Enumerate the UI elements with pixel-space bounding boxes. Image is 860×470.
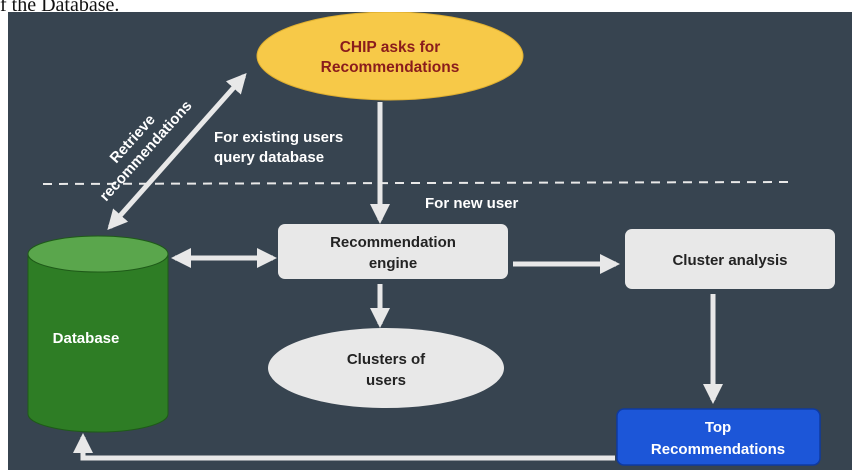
- top-label-line1: Top: [705, 419, 731, 436]
- top-recommendations-node: Top Recommendations: [616, 408, 821, 466]
- existing-users-label-line2: query database: [214, 149, 324, 166]
- retrieve-label: Retrieve recommendations: [96, 97, 195, 204]
- cluster-analysis-label: Cluster analysis: [672, 252, 787, 269]
- clusters-label-line1: Clusters of: [347, 351, 426, 368]
- chip-label-line2: Recommendations: [321, 59, 460, 76]
- database-label: Database: [53, 330, 120, 347]
- engine-label-line2: engine: [369, 255, 417, 272]
- chip-node: CHIP asks for Recommendations: [256, 12, 524, 101]
- recommendation-engine-node: Recommendation engine: [278, 224, 508, 279]
- new-user-label: For new user: [425, 195, 519, 212]
- retrieve-arrow: [107, 73, 247, 230]
- top-to-database-arrow: [73, 433, 615, 461]
- clusters-label-line2: users: [366, 372, 406, 389]
- existing-users-label-line1: For existing users: [214, 129, 343, 146]
- flow-diagram: CHIP asks for Recommendations Retrieve r…: [27, 12, 835, 466]
- top-label-line2: Recommendations: [651, 441, 785, 458]
- engine-label-line1: Recommendation: [330, 234, 456, 251]
- cluster-analysis-node: Cluster analysis: [625, 229, 835, 289]
- database-node: Database: [27, 235, 169, 433]
- chip-label-line1: CHIP asks for: [340, 39, 441, 56]
- diagram-canvas: CHIP asks for Recommendations Retrieve r…: [8, 12, 852, 470]
- clusters-of-users-node: Clusters of users: [268, 328, 504, 408]
- dashed-separator: [42, 181, 794, 185]
